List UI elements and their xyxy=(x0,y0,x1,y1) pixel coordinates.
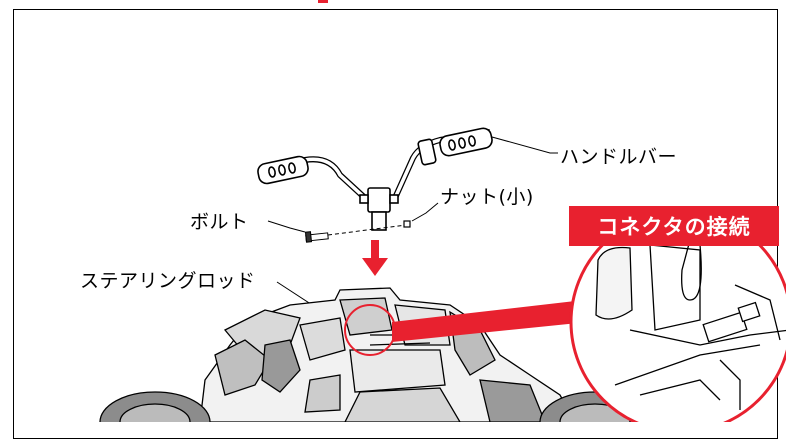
down-arrow xyxy=(362,240,388,276)
assembly-diagram: ハンドルバー ナット(小) ボルト ステアリングロッド コネクタの接続 xyxy=(13,0,786,439)
zoom-callout xyxy=(344,210,786,422)
label-bolt: ボルト xyxy=(190,211,249,233)
top-mark xyxy=(318,0,328,3)
label-nut-small: ナット(小) xyxy=(440,186,534,208)
label-steering-rod: ステアリングロッド xyxy=(80,270,256,292)
connector-callout-badge: コネクタの接続 xyxy=(569,206,779,246)
handlebar-illustration xyxy=(257,127,493,231)
bolt-illustration xyxy=(304,220,411,243)
illustration xyxy=(99,0,786,422)
label-handlebar: ハンドルバー xyxy=(560,146,678,168)
